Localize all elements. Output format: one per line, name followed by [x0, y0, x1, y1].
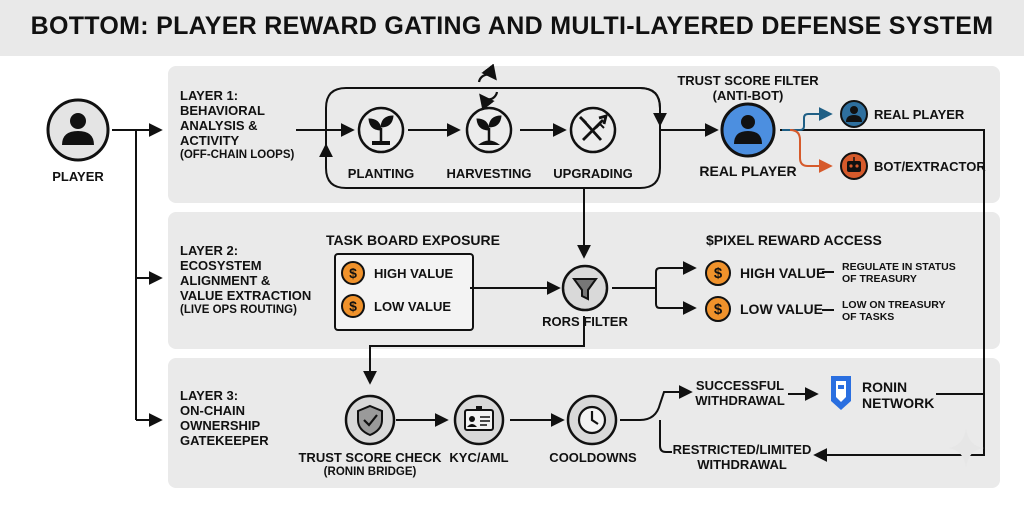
loop-top-arrow	[639, 87, 667, 127]
task-high-coin-icon: $	[341, 261, 365, 285]
step-planting-label: PLANTING	[347, 166, 415, 181]
cooldown-split-line	[620, 385, 693, 421]
trust-filter-node-label: REAL PLAYER	[699, 163, 797, 179]
successful-withdrawal-label: SUCCESSFUL WITHDRAWAL	[695, 378, 785, 408]
svg-text:$: $	[349, 298, 357, 314]
layer1-title: LAYER 1: BEHAVIORAL ANALYSIS & ACTIVITY …	[180, 88, 295, 161]
reward-high-note: REGULATE IN STATUS OF TREASURY	[842, 261, 956, 285]
real-player-output-label: REAL PLAYER	[874, 107, 965, 122]
to-bot-arrow	[789, 129, 833, 173]
id-card-icon	[464, 406, 494, 431]
trust-check-node	[344, 394, 396, 446]
tools-icon	[579, 113, 608, 141]
title-bar	[0, 0, 1024, 56]
connectors	[112, 87, 985, 462]
reward-high-label: HIGH VALUE	[740, 265, 826, 281]
bot-output-label: BOT/EXTRACTOR	[874, 159, 986, 174]
trust-filter-node	[720, 102, 776, 158]
reward-low-coin-icon: $	[705, 296, 731, 322]
user-icon	[734, 115, 762, 144]
player-node	[46, 98, 110, 162]
cooldown-restricted-branch	[659, 420, 672, 453]
rors-split-line	[612, 261, 697, 289]
layer1-subtitle: (OFF-CHAIN LOOPS)	[180, 149, 295, 161]
shield-check-icon	[357, 404, 383, 437]
harvesting-node	[465, 106, 513, 154]
reward-title: $PIXEL REWARD ACCESS	[706, 232, 882, 248]
step-harvesting-label: HARVESTING	[446, 166, 532, 181]
task-board-title: TASK BOARD EXPOSURE	[326, 232, 500, 248]
player-label: PLAYER	[52, 169, 104, 184]
layer2-subtitle: (LIVE OPS ROUTING)	[180, 304, 297, 316]
filter-exit-line	[780, 129, 985, 462]
svg-text:$: $	[714, 301, 723, 318]
kyc-node	[453, 394, 505, 446]
layer3-title: LAYER 3: ON-CHAIN OWNERSHIP GATEKEEPER	[180, 388, 269, 448]
svg-text:$: $	[714, 265, 723, 282]
restricted-withdrawal-label: RESTRICTED/LIMITED WITHDRAWAL	[672, 442, 812, 472]
to-real-player-arrow	[782, 107, 833, 131]
cooldown-label: COOLDOWNS	[549, 450, 637, 465]
page-title: BOTTOM: PLAYER REWARD GATING AND MULTI-L…	[30, 12, 994, 40]
reward-low-note: LOW ON TREASURY OF TASKS	[842, 299, 946, 323]
sparkle-icon	[948, 428, 984, 468]
task-low-coin-icon: $	[341, 294, 365, 318]
upgrading-node	[569, 106, 617, 154]
robot-icon	[847, 157, 861, 172]
refresh-icon	[477, 63, 499, 111]
player-user-icon	[62, 113, 94, 145]
rors-to-layer3-arrow	[363, 316, 585, 385]
ronin-network-label: RONIN NETWORK	[862, 379, 935, 411]
rors-filter-node	[561, 264, 609, 312]
ronin-logo-icon	[831, 376, 851, 410]
layer2-title: LAYER 2: ECOSYSTEM ALIGNMENT & VALUE EXT…	[180, 243, 312, 316]
filter-funnel-icon	[572, 278, 598, 301]
kyc-label: KYC/AML	[449, 450, 509, 465]
bot-output-icon	[840, 152, 868, 180]
task-high-value-label: HIGH VALUE	[374, 266, 454, 281]
sprout-icon	[476, 115, 502, 145]
reward-low-label: LOW VALUE	[740, 301, 823, 317]
rors-low-branch	[655, 288, 697, 315]
task-low-value-label: LOW VALUE	[374, 299, 452, 314]
svg-text:$: $	[349, 265, 357, 281]
real-player-output-icon	[840, 100, 868, 128]
cooldown-node	[566, 394, 618, 446]
rors-filter-label: RORS FILTER	[542, 314, 628, 329]
trust-check-label: TRUST SCORE CHECK (RONIN BRIDGE)	[298, 450, 442, 478]
planting-node	[357, 106, 405, 154]
sprout-icon	[368, 115, 394, 145]
trust-filter-title: TRUST SCORE FILTER (ANTI-BOT)	[677, 73, 819, 103]
step-upgrading-label: UPGRADING	[553, 166, 633, 181]
reward-high-coin-icon: $	[705, 260, 731, 286]
clock-icon	[577, 405, 607, 435]
